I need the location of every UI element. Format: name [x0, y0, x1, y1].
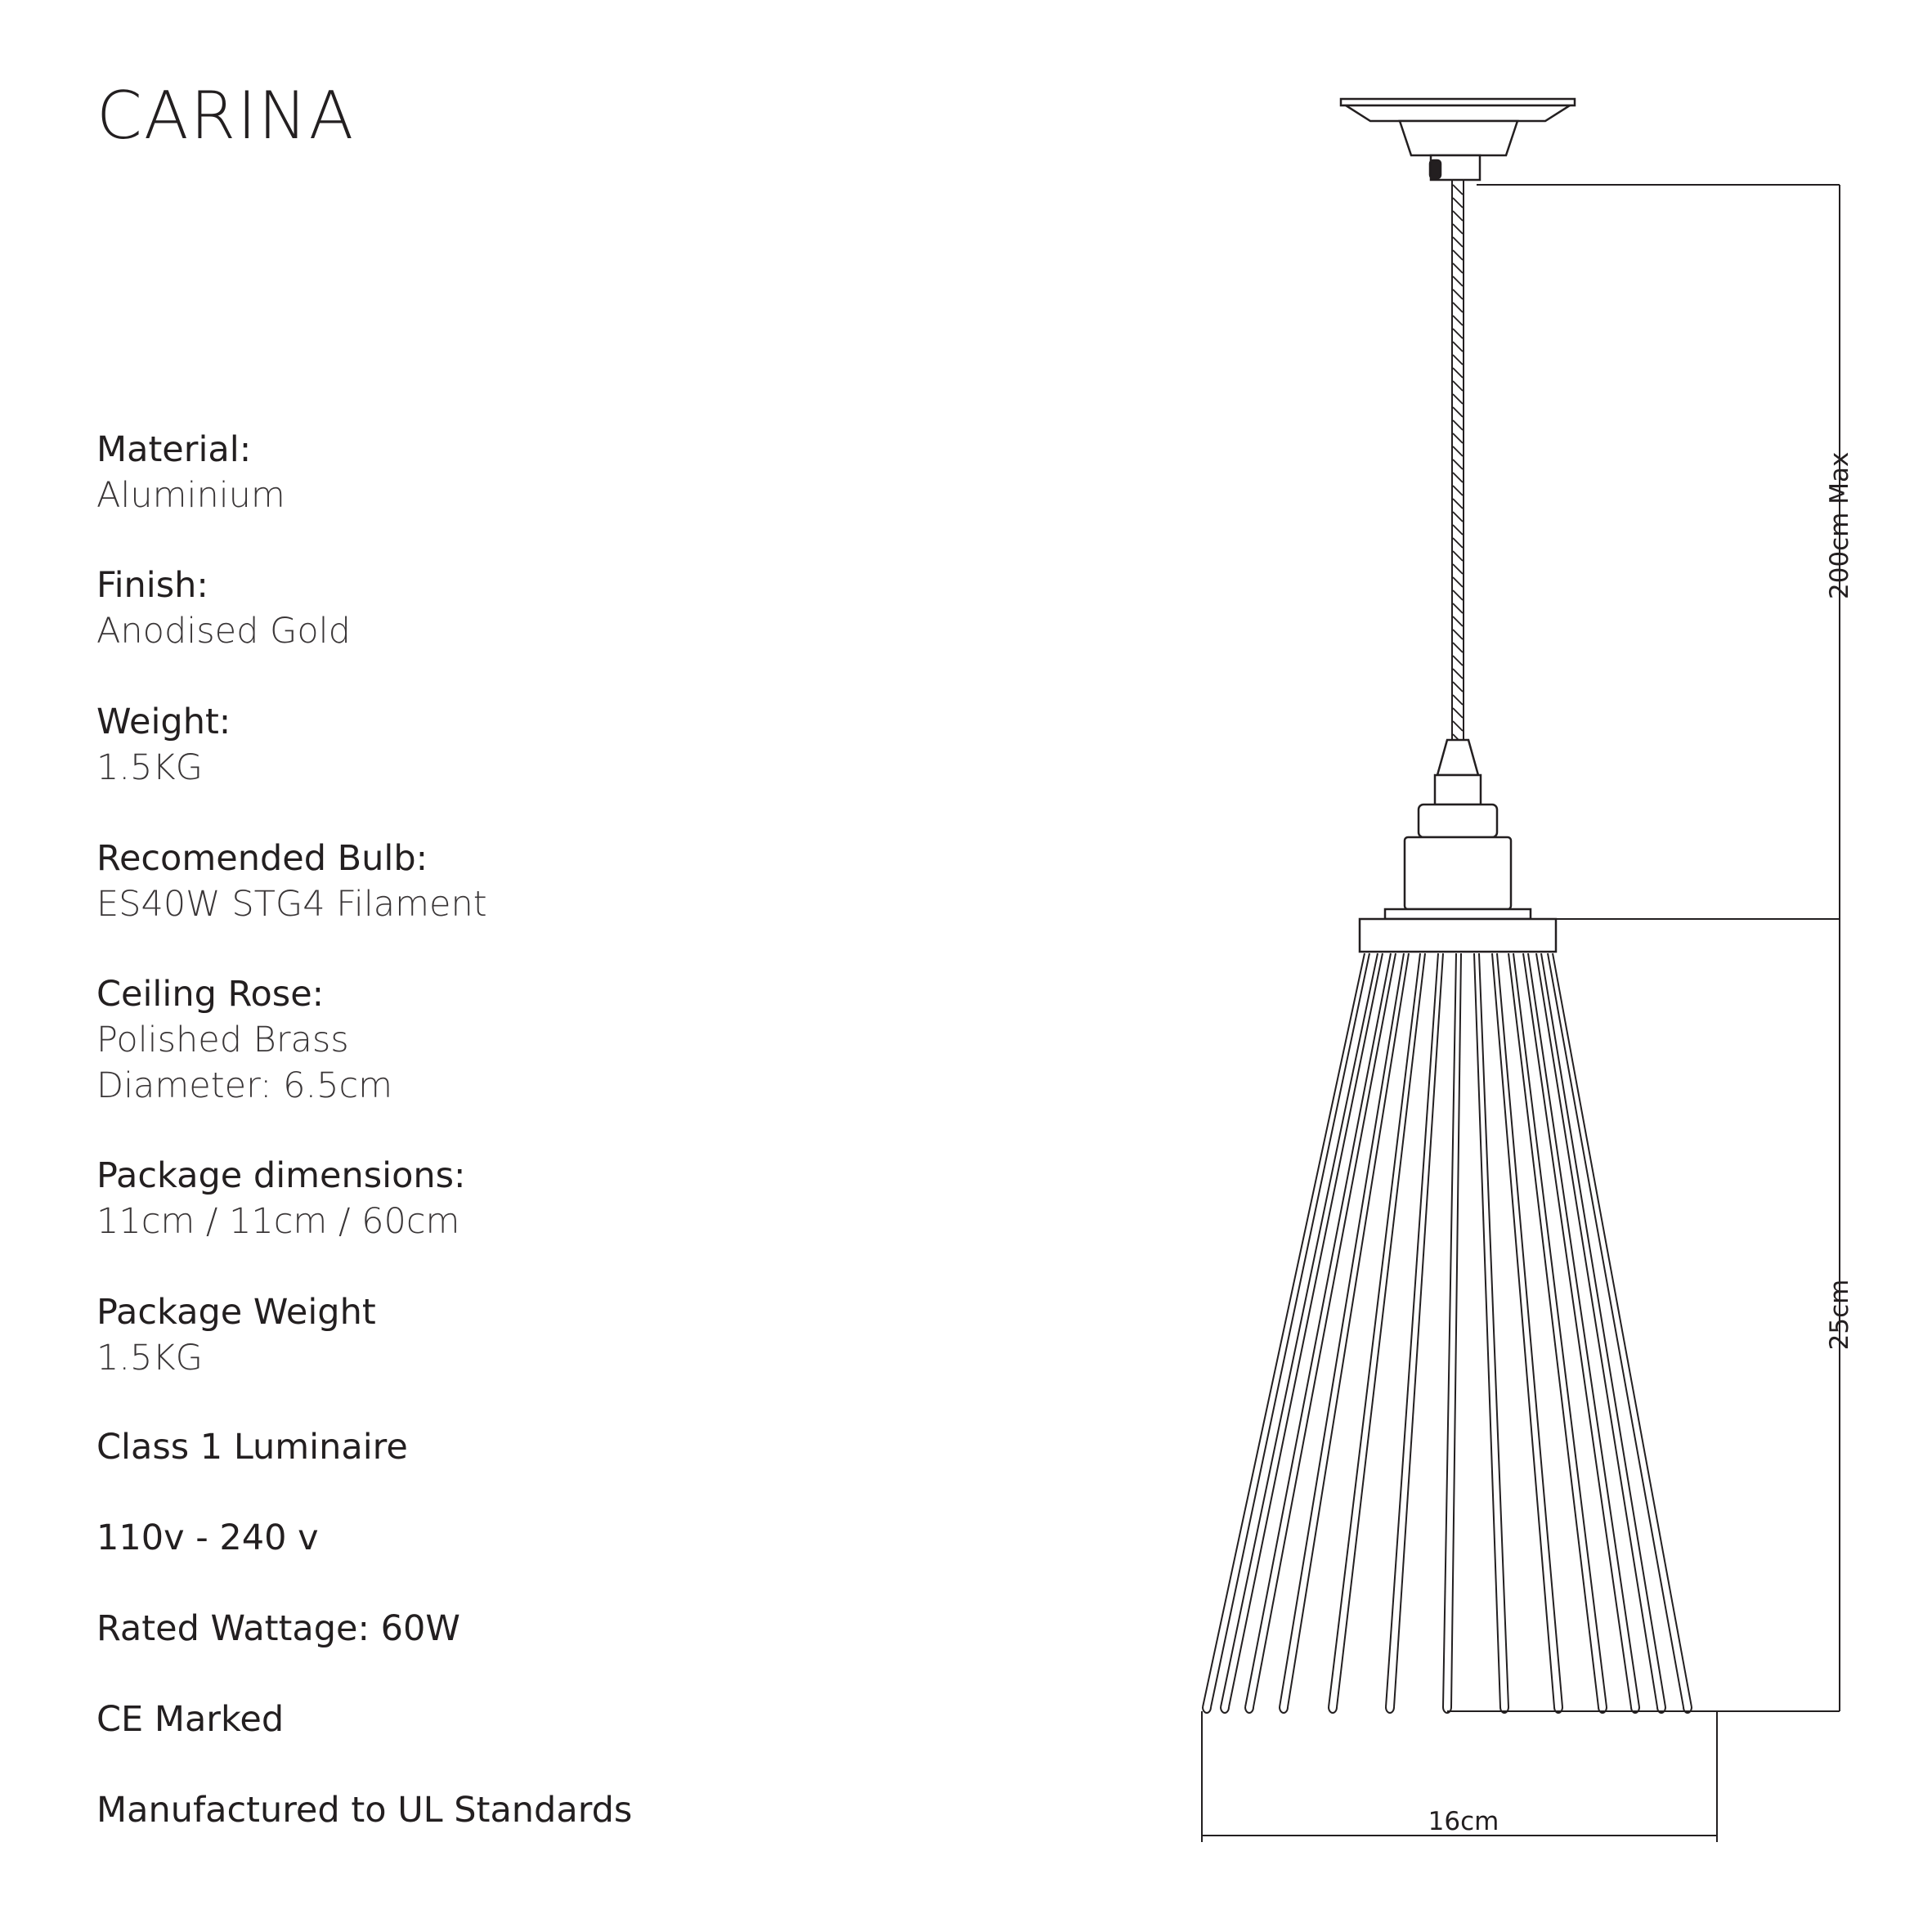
shade-rod-edge — [1210, 953, 1370, 1708]
shade-rod-edge — [1220, 953, 1378, 1708]
spec-value: 1.5KG — [96, 747, 203, 788]
shade-rod-edge — [1442, 953, 1457, 1708]
spec-label: Recomended Bulb: — [96, 838, 428, 879]
shade-rod-edge — [1508, 953, 1599, 1708]
shade-rod-edge — [1513, 953, 1607, 1708]
shade-rod-edge — [1393, 953, 1444, 1708]
shade-rod-tip — [1385, 1706, 1395, 1714]
shade-rod-edge — [1522, 953, 1632, 1708]
shade-rod-edge — [1385, 953, 1439, 1708]
shade-rod-edge — [1496, 953, 1563, 1708]
spec-material: Material: Aluminium — [96, 427, 285, 518]
spec-weight: Weight: 1.5KG — [96, 699, 231, 791]
shade-rod-edge — [1547, 953, 1684, 1708]
spec-label: Material: — [96, 429, 252, 470]
spec-value: Anodised Gold — [96, 611, 351, 652]
spec-label: Weight: — [96, 702, 231, 742]
shade-rod-edge — [1328, 953, 1421, 1708]
spec-value: Polished Brass — [96, 1020, 349, 1060]
spec-value: ES40W STG4 Filament — [96, 884, 487, 925]
shade-rod-edge — [1287, 953, 1410, 1708]
shade-rod-edge — [1450, 953, 1462, 1708]
shade-width-dimension: 16cm — [1428, 1807, 1499, 1836]
shade-rod-edge — [1228, 953, 1383, 1708]
spec-value: Aluminium — [96, 475, 285, 516]
lamp-holder-icon — [1358, 738, 1558, 953]
spec-label: Finish: — [96, 565, 208, 606]
shade-rod-tip — [1442, 1706, 1452, 1714]
spec-value: 1.5KG — [96, 1338, 203, 1378]
shade-rod-edge — [1336, 953, 1426, 1708]
spec-label: Ceiling Rose: — [96, 974, 325, 1015]
spec-class: Class 1 Luminaire — [96, 1427, 408, 1468]
shade-rod-edge — [1527, 953, 1640, 1708]
spec-value: 11cm / 11cm / 60cm — [96, 1201, 460, 1242]
spec-wattage: Rated Wattage: 60W — [96, 1608, 460, 1649]
shade-rod-tip — [1279, 1706, 1289, 1714]
spec-package-weight: Package Weight 1.5KG — [96, 1289, 376, 1381]
shade-rod-edge — [1202, 953, 1365, 1708]
spec-voltage: 110v - 240 v — [96, 1517, 319, 1558]
shade-rod-tip — [1220, 1706, 1230, 1714]
ceiling-rose-icon — [1339, 97, 1576, 182]
shade-rod-tip — [1244, 1706, 1254, 1714]
shade-rod-edge — [1552, 953, 1692, 1708]
shade-height-dimension: 25cm — [1825, 1279, 1854, 1351]
shade-rod-edge — [1478, 953, 1509, 1708]
shade-rod-tip — [1656, 1706, 1666, 1714]
product-title: CARINA — [96, 78, 356, 154]
shade-rod-edge — [1253, 953, 1396, 1708]
spec-bulb: Recomended Bulb: ES40W STG4 Filament — [96, 836, 487, 927]
shade-rod-tip — [1202, 1706, 1212, 1714]
shade-rod-tip — [1499, 1706, 1509, 1714]
spec-ceiling-rose: Ceiling Rose: Polished Brass Diameter: 6… — [96, 971, 392, 1109]
shade-rod-tip — [1630, 1706, 1640, 1714]
shade-rod-edge — [1535, 953, 1658, 1708]
shade-rod-edge — [1540, 953, 1666, 1708]
shade-rod-tip — [1683, 1706, 1692, 1714]
shade-rod-edge — [1244, 953, 1392, 1708]
shade-rods-icon — [1202, 953, 1692, 1714]
shade-rod-tip — [1598, 1706, 1607, 1714]
spec-ul: Manufactured to UL Standards — [96, 1790, 633, 1831]
spec-value-diameter: Diameter: 6.5cm — [96, 1065, 393, 1106]
spec-package-dimensions: Package dimensions: 11cm / 11cm / 60cm — [96, 1153, 466, 1244]
spec-ce: CE Marked — [96, 1699, 285, 1740]
spec-finish: Finish: Anodised Gold — [96, 563, 351, 654]
cable-icon — [1451, 180, 1464, 745]
cable-drop-dimension: 200cm Max — [1825, 451, 1854, 599]
shade-rod-edge — [1473, 953, 1501, 1708]
shade-rod-tip — [1553, 1706, 1563, 1714]
dimension-lines — [1201, 184, 1840, 1842]
spec-label: Package Weight — [96, 1292, 376, 1333]
shade-rod-edge — [1491, 953, 1555, 1708]
shade-rod-edge — [1279, 953, 1405, 1708]
shade-rod-tip — [1328, 1706, 1338, 1714]
spec-label: Package dimensions: — [96, 1155, 466, 1196]
